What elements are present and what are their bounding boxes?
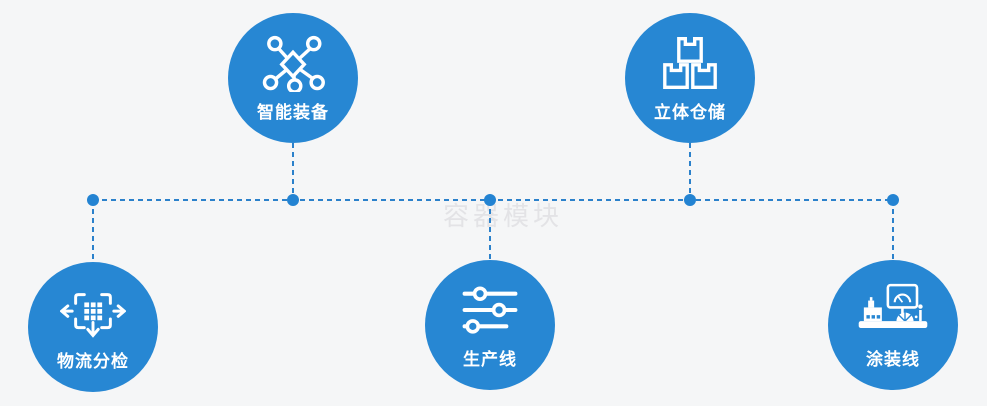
sort-dispatch-arrows-icon [60, 283, 126, 341]
stacked-boxes-icon [660, 34, 720, 92]
junction-dot [887, 194, 899, 206]
node-production-line[interactable]: 生产线 [425, 260, 555, 390]
node-label: 物流分检 [57, 352, 129, 371]
node-painting-line[interactable]: 涂装线 [828, 260, 958, 390]
junction-dot [484, 194, 496, 206]
junction-dot [287, 194, 299, 206]
sliders-icon [461, 281, 519, 339]
node-label: 生产线 [463, 350, 517, 369]
node-label: 立体仓储 [654, 103, 726, 122]
watermark-text: 容器模块 [443, 201, 564, 231]
machine-monitor-icon [857, 281, 929, 339]
node-label: 智能装备 [257, 103, 329, 122]
node-smart-equipment[interactable]: 智能装备 [228, 13, 358, 143]
node-warehouse[interactable]: 立体仓储 [625, 13, 755, 143]
junction-dot [684, 194, 696, 206]
junction-dot [87, 194, 99, 206]
node-logistics-sorting[interactable]: 物流分检 [28, 262, 158, 392]
node-label: 涂装线 [866, 350, 920, 369]
network-nodes-icon [260, 34, 326, 92]
